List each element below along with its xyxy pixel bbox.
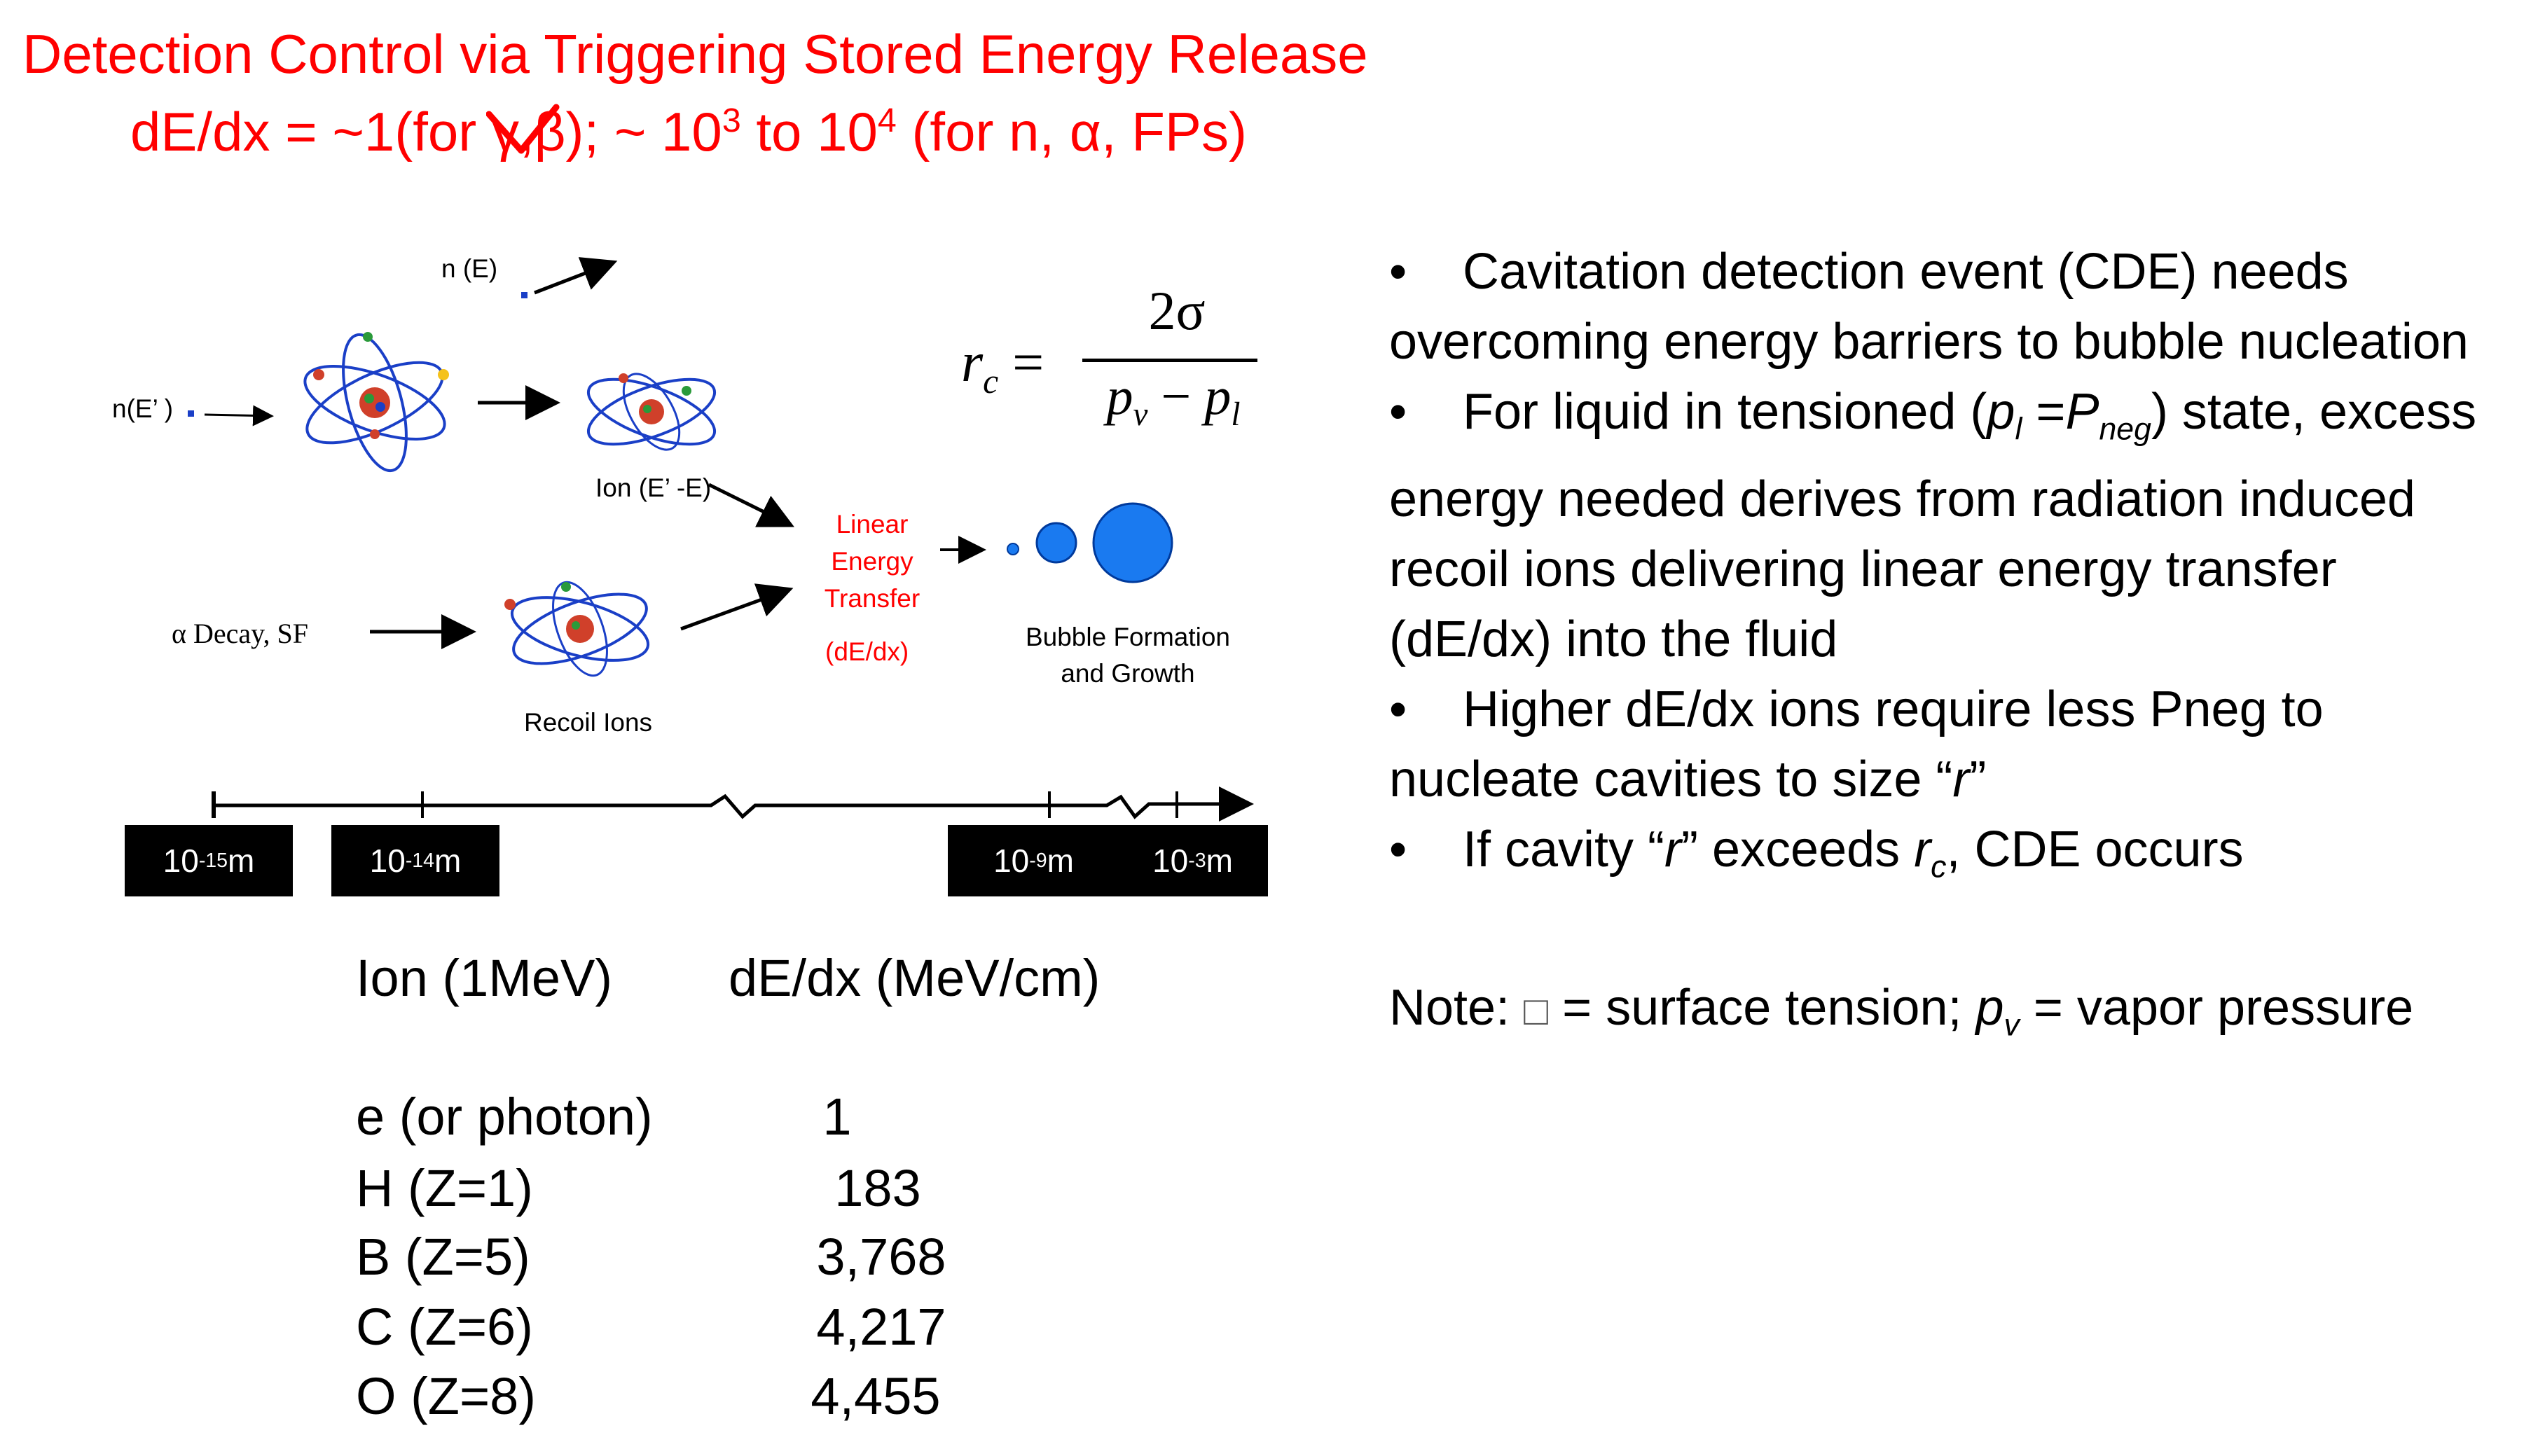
- table-row-value: 183: [834, 1159, 921, 1217]
- subtitle-suffix: (for n, α, FPs): [896, 101, 1247, 162]
- target-atom-icon: [303, 332, 449, 473]
- scale-box-2: 10-14 m: [331, 825, 499, 896]
- table-row-ion: B (Z=5): [356, 1228, 530, 1286]
- neutron-out-arrow: [534, 257, 618, 295]
- table-row-value: 4,217: [816, 1298, 946, 1356]
- neutron-out-label: n (E): [441, 254, 498, 283]
- recoil-ions-label: Recoil Ions: [524, 708, 653, 737]
- cavitation-diagram: [188, 257, 1254, 821]
- neutron-in-label: n(E’ ): [112, 394, 174, 423]
- equation-numerator: 2σ: [1148, 280, 1206, 341]
- alpha-decay-label: α Decay, SF: [172, 618, 308, 649]
- scale-box-3: 10-9 m: [948, 825, 1119, 896]
- table-row-value: 4,455: [811, 1367, 941, 1425]
- table-header-dedx: dE/dx (MeV/cm): [729, 949, 1101, 1007]
- let-label: Linear Energy Transfer: [824, 510, 920, 613]
- subtitle-to: to 10: [740, 101, 878, 162]
- table-header-ion: Ion (1MeV): [356, 949, 613, 1007]
- critical-radius-equation: rc =: [961, 332, 1044, 401]
- subtitle-exp2: 4: [877, 102, 897, 139]
- bullet-item: •Higher dE/dx ions require less Pneg to: [1389, 681, 2324, 738]
- bullet-list: •Cavitation detection event (CDE) needs …: [1389, 237, 2476, 1060]
- strike-mark-icon: [485, 104, 560, 154]
- table-row-ion: O (Z=8): [356, 1367, 536, 1425]
- length-scale-axis: [212, 786, 1254, 821]
- subtitle-exp1: 3: [722, 102, 741, 139]
- bullet-item: •If cavity “r” exceeds rc, CDE occurs: [1389, 821, 2244, 885]
- recoil-atom-icon: [504, 581, 650, 677]
- bullet-item: •Cavitation detection event (CDE) needs: [1389, 244, 2349, 300]
- slide-title: Detection Control via Triggering Stored …: [22, 23, 1368, 85]
- recoil-to-let-arrow: [680, 583, 794, 631]
- scale-box-1: 10-15 m: [125, 825, 293, 896]
- table-row-value: 1: [822, 1088, 852, 1146]
- bubble-small-icon: [1007, 543, 1019, 555]
- let-dedx-label: (dE/dx): [825, 637, 909, 666]
- bubble-large-icon: [1092, 502, 1173, 583]
- scale-box-4: 10-3 m: [1117, 825, 1268, 896]
- bubble-medium-icon: [1035, 522, 1077, 564]
- neutron-out-dot-icon: [521, 292, 527, 298]
- ion-to-let-arrow: [708, 483, 794, 527]
- slide-subtitle: dE/dx = ~1(for γ,β); ~ 103 to 104 (for n…: [130, 104, 1247, 159]
- table-row-ion: C (Z=6): [356, 1298, 533, 1356]
- subtitle-struck: γ,β: [485, 104, 566, 159]
- ion-atom-icon: [586, 373, 717, 451]
- table-row-ion: e (or photon): [356, 1088, 653, 1146]
- ion-energy-label: Ion (E’ -E): [595, 473, 712, 502]
- bubble-label: Bubble Formation and Growth: [1025, 623, 1231, 688]
- missing-glyph-icon: □: [1524, 987, 1549, 1034]
- note-line: Note: □ = surface tension; pv = vapor pr…: [1389, 979, 2414, 1043]
- neutron-in-arrow: [204, 405, 274, 427]
- bullet-item: •For liquid in tensioned (pl =Pneg) stat…: [1389, 384, 2477, 447]
- neutron-dot-icon: [188, 410, 194, 417]
- table-row-value: 3,768: [816, 1228, 946, 1286]
- equation-fraction-bar: [1082, 359, 1257, 362]
- table-row-ion: H (Z=1): [356, 1159, 533, 1217]
- subtitle-mid: ); ~ 10: [565, 101, 722, 162]
- equation-denominator: pv − pl: [1106, 367, 1241, 434]
- subtitle-prefix: dE/dx = ~1(for: [130, 101, 492, 162]
